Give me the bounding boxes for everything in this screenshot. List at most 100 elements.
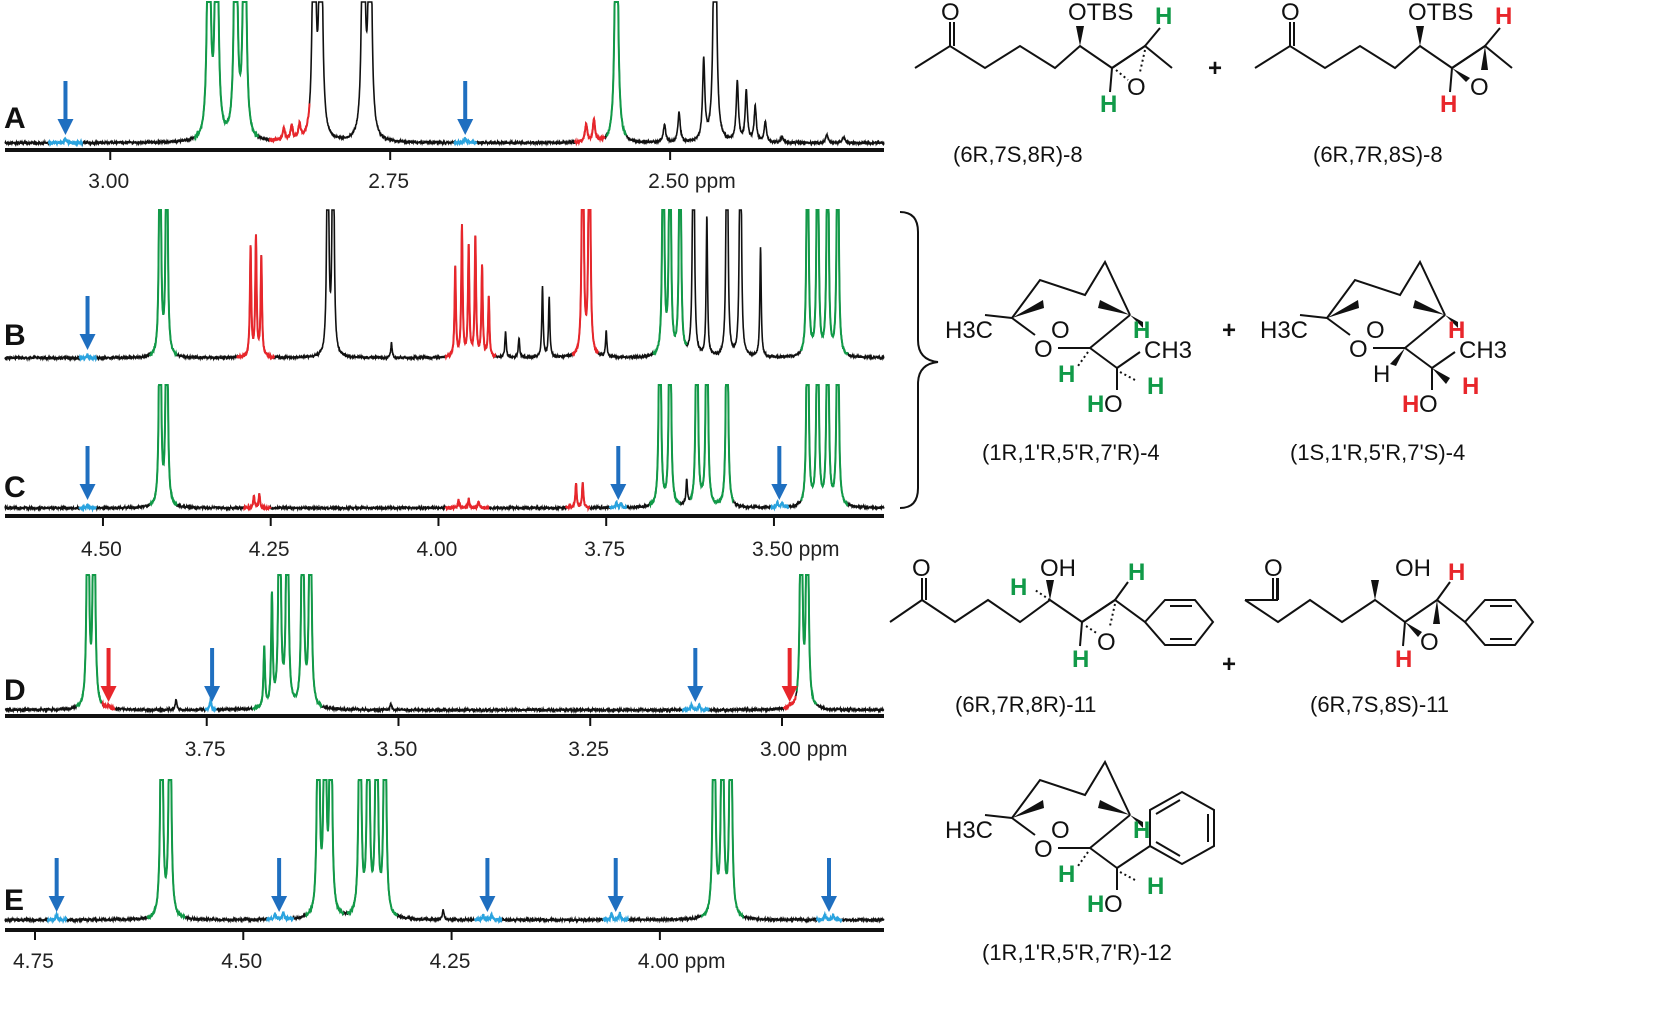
- atom-h-green: H: [1010, 574, 1027, 601]
- x-tick-label: 3.25: [568, 738, 609, 761]
- compound-name: (6R,7S,8R)-8: [953, 142, 1083, 167]
- panel-label-D: D: [4, 674, 26, 707]
- compound-name: (1R,1'R,5'R,7'R)-12: [982, 940, 1172, 965]
- atom-hydroxyl-h: H: [1402, 391, 1419, 418]
- structure-11-6R7R8R: O OH O H H H (6R,7R,8R)-11: [889, 555, 1215, 717]
- signal-red: [571, 209, 599, 358]
- signal-blue: [78, 353, 98, 363]
- atom-hydroxyl-o: O: [1104, 891, 1123, 918]
- arrow-head: [79, 334, 96, 350]
- spectrum-trace: [4, 1, 885, 148]
- signal-green: [146, 779, 186, 921]
- atom-h-green: H: [1133, 317, 1150, 344]
- signal-red: [565, 482, 591, 513]
- structure-8-6R7S8R: O OTBS O H H (6R,7S,8R)-8: [914, 0, 1173, 167]
- atom-o: O: [1034, 336, 1053, 363]
- signal-blue: [47, 136, 84, 148]
- atom-h-red: H: [1448, 559, 1465, 586]
- signal-blue: [453, 136, 478, 147]
- atom-otbs: OTBS: [1408, 0, 1473, 26]
- signal-green: [800, 209, 849, 356]
- arrow-head: [100, 686, 117, 702]
- signal-red: [574, 115, 606, 147]
- arrow-head: [204, 686, 221, 702]
- signal-green: [305, 779, 345, 918]
- x-tick-label: 4.25: [430, 950, 471, 973]
- spectrum-panel-B: B: [4, 209, 885, 363]
- atom-epoxide-o: O: [1127, 74, 1146, 101]
- atom-h-red: H: [1440, 91, 1457, 118]
- signal-blue: [265, 911, 295, 923]
- x-tick-label: 4.25: [249, 538, 290, 561]
- arrow-head: [607, 896, 624, 912]
- atom-o: O: [1366, 317, 1385, 344]
- compound-name: (6R,7S,8S)-11: [1310, 692, 1449, 717]
- x-tick-label: 3.00 ppm: [760, 738, 848, 761]
- atom-h-red: H: [1448, 317, 1465, 344]
- arrow-head: [271, 896, 288, 912]
- atom-h-green: H: [1072, 646, 1089, 673]
- signal-green: [800, 384, 849, 507]
- atom-o: O: [1264, 555, 1283, 582]
- signal-green: [346, 779, 399, 917]
- signal-green: [251, 574, 323, 712]
- atom-h-red: H: [1395, 646, 1412, 673]
- atom-o: O: [1051, 317, 1070, 344]
- structure-8-6R7R8S: O OTBS O H H (6R,7R,8S)-8: [1254, 0, 1513, 167]
- atom-h3c: H3C: [945, 317, 993, 344]
- plus-sign: +: [1222, 651, 1236, 678]
- compound-name: (1R,1'R,5'R,7'R)-4: [982, 440, 1160, 465]
- atom-o: O: [1051, 817, 1070, 844]
- atom-h-red: H: [1495, 3, 1512, 30]
- atom-h-green: H: [1133, 817, 1150, 844]
- x-tick-label: 3.50: [376, 738, 417, 761]
- compound-name: (6R,7R,8R)-11: [955, 692, 1096, 717]
- signal-blue: [602, 911, 629, 925]
- signal-green: [689, 384, 735, 506]
- x-tick-label: 2.50 ppm: [648, 170, 736, 193]
- signal-blue: [474, 911, 503, 925]
- x-tick-label: 3.75: [185, 738, 226, 761]
- x-tick-label: 3.00: [88, 170, 129, 193]
- spectrum-trace: [4, 574, 885, 715]
- x-tick-label: 4.00: [416, 538, 457, 561]
- signal-blue: [815, 910, 843, 924]
- atom-h-green: H: [1147, 373, 1164, 400]
- arrow-head: [479, 896, 496, 912]
- compound-name: (6R,7R,8S)-8: [1313, 142, 1443, 167]
- atom-hydroxyl-o: O: [1104, 391, 1123, 418]
- arrow-head: [821, 896, 838, 912]
- atom-epoxide-o: O: [1097, 629, 1116, 656]
- atom-epoxide-o: O: [1420, 629, 1439, 656]
- signal-blue: [46, 910, 68, 925]
- atom-hydroxyl-h: H: [1087, 391, 1104, 418]
- atom-h-green: H: [1058, 361, 1075, 388]
- atom-hydroxyl-h: H: [1087, 891, 1104, 918]
- signal-red: [243, 493, 272, 512]
- atom-o: O: [1281, 0, 1300, 26]
- atom-h: H: [1373, 361, 1390, 388]
- x-tick-label: 4.00 ppm: [638, 950, 726, 973]
- signal-green: [795, 574, 818, 705]
- arrow-head: [457, 119, 474, 135]
- signal-green: [149, 209, 178, 358]
- structure-4-1R: H3C O O H H CH3 H H O (1R,1'R,5'R,7'R)-4: [945, 259, 1192, 465]
- signal-red: [444, 497, 490, 512]
- atom-h3c: H3C: [1260, 317, 1308, 344]
- atom-h-green: H: [1058, 861, 1075, 888]
- arrow-head: [48, 896, 65, 912]
- panel-label-C: C: [4, 471, 26, 504]
- panel-label-E: E: [4, 884, 24, 917]
- x-tick-label: 3.50 ppm: [752, 538, 840, 561]
- atom-o: O: [1034, 836, 1053, 863]
- arrow-head: [610, 484, 627, 500]
- spectrum-panel-D: 3.75 3.50 3.25 3.00 ppm D: [4, 574, 885, 761]
- atom-o: O: [1349, 336, 1368, 363]
- panel-label-B: B: [4, 319, 26, 352]
- arrow-head: [687, 686, 704, 702]
- signal-blue: [770, 498, 790, 512]
